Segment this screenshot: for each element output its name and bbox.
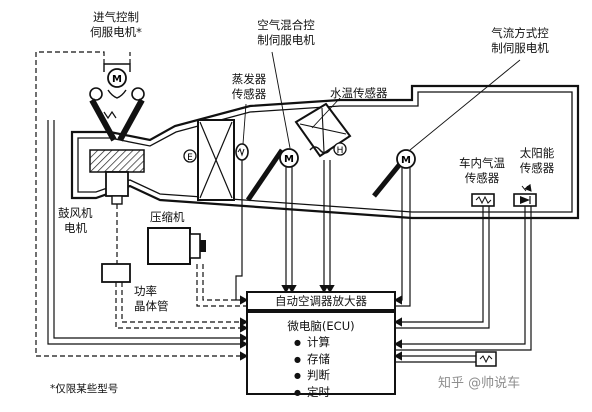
- evaporator-sensor: [235, 143, 249, 161]
- ecu-function-list: 计算 存储 判断 定时: [294, 335, 330, 401]
- footnote: *仅限某些型号: [50, 383, 119, 395]
- evaporator-sensor-label-line2: 传感器: [231, 87, 267, 101]
- ecu-function-item: 定时: [294, 385, 330, 402]
- blower-motor-label-line2: 电机: [64, 221, 87, 235]
- intake-servo-label-line2: 伺服电机*: [90, 25, 142, 39]
- ecu-function-item: 计算: [294, 335, 330, 352]
- airflow-servo-label-line2: 制伺服电机: [491, 41, 549, 55]
- intake-servo-label-line1: 进气控制: [93, 10, 139, 24]
- intake-servo-motor-symbol: M: [112, 74, 122, 85]
- evaporator: [183, 119, 235, 201]
- airflow-servo-assembly: [372, 149, 416, 198]
- solar-sensor-label: 太阳能 传感器: [512, 146, 562, 176]
- air-mix-servo-label-line2: 制伺服电机: [257, 33, 315, 47]
- evaporator-sensor-label-line1: 蒸发器: [231, 72, 267, 86]
- solar-sensor-label-line1: 太阳能: [519, 146, 555, 160]
- air-mix-servo-motor-symbol: M: [284, 154, 294, 165]
- intake-servo-label: 进气控制 伺服电机*: [70, 10, 162, 40]
- blower-motor-label: 鼓风机 电机: [58, 206, 93, 236]
- blower-motor-label-line1: 鼓风机: [58, 206, 93, 220]
- compressor-label: 压缩机: [150, 210, 185, 224]
- power-transistor-label-line2: 晶体管: [134, 299, 169, 313]
- power-transistor: [101, 263, 131, 283]
- in-car-temperature-sensor: [471, 193, 495, 207]
- in-car-sensor-label-line2: 传感器: [464, 171, 500, 185]
- intake-servo-assembly: [89, 63, 145, 142]
- signal-wiring: [35, 51, 532, 367]
- heater-core: [294, 102, 352, 158]
- airflow-servo-motor-symbol: M: [401, 155, 411, 166]
- power-transistor-label: 功率 晶体管: [134, 284, 169, 314]
- evaporator-sensor-label: 蒸发器 传感器: [224, 72, 274, 102]
- solar-sensor-label-line2: 传感器: [519, 161, 555, 175]
- heater-marker-h: H: [337, 146, 344, 156]
- air-mix-servo-label: 空气混合控 制伺服电机: [244, 18, 328, 48]
- ecu-function-item: 判断: [294, 368, 330, 385]
- evaporator-marker-e: E: [187, 153, 193, 163]
- air-mix-servo-label-line1: 空气混合控: [257, 18, 315, 32]
- ecu-function-item: 存储: [294, 352, 330, 369]
- compressor: [147, 227, 206, 265]
- blower-fan: [89, 149, 145, 205]
- watermark: 知乎 @帅说车: [438, 376, 521, 391]
- amplifier-label: 自动空调器放大器: [275, 294, 367, 308]
- airflow-servo-label-line1: 气流方式控: [491, 26, 549, 40]
- power-transistor-label-line1: 功率: [134, 284, 157, 298]
- air-mix-servo-assembly: [245, 148, 299, 202]
- airflow-servo-label: 气流方式控 制伺服电机: [478, 26, 562, 56]
- solar-sensor: [513, 186, 536, 207]
- in-car-sensor-label-line1: 车内气温: [459, 156, 505, 170]
- label-leaders: [242, 51, 521, 151]
- ecu-title: 微电脑(ECU): [287, 319, 355, 333]
- water-temp-sensor-label: 水温传感器: [330, 86, 388, 100]
- in-car-sensor-label: 车内气温 传感器: [452, 156, 512, 186]
